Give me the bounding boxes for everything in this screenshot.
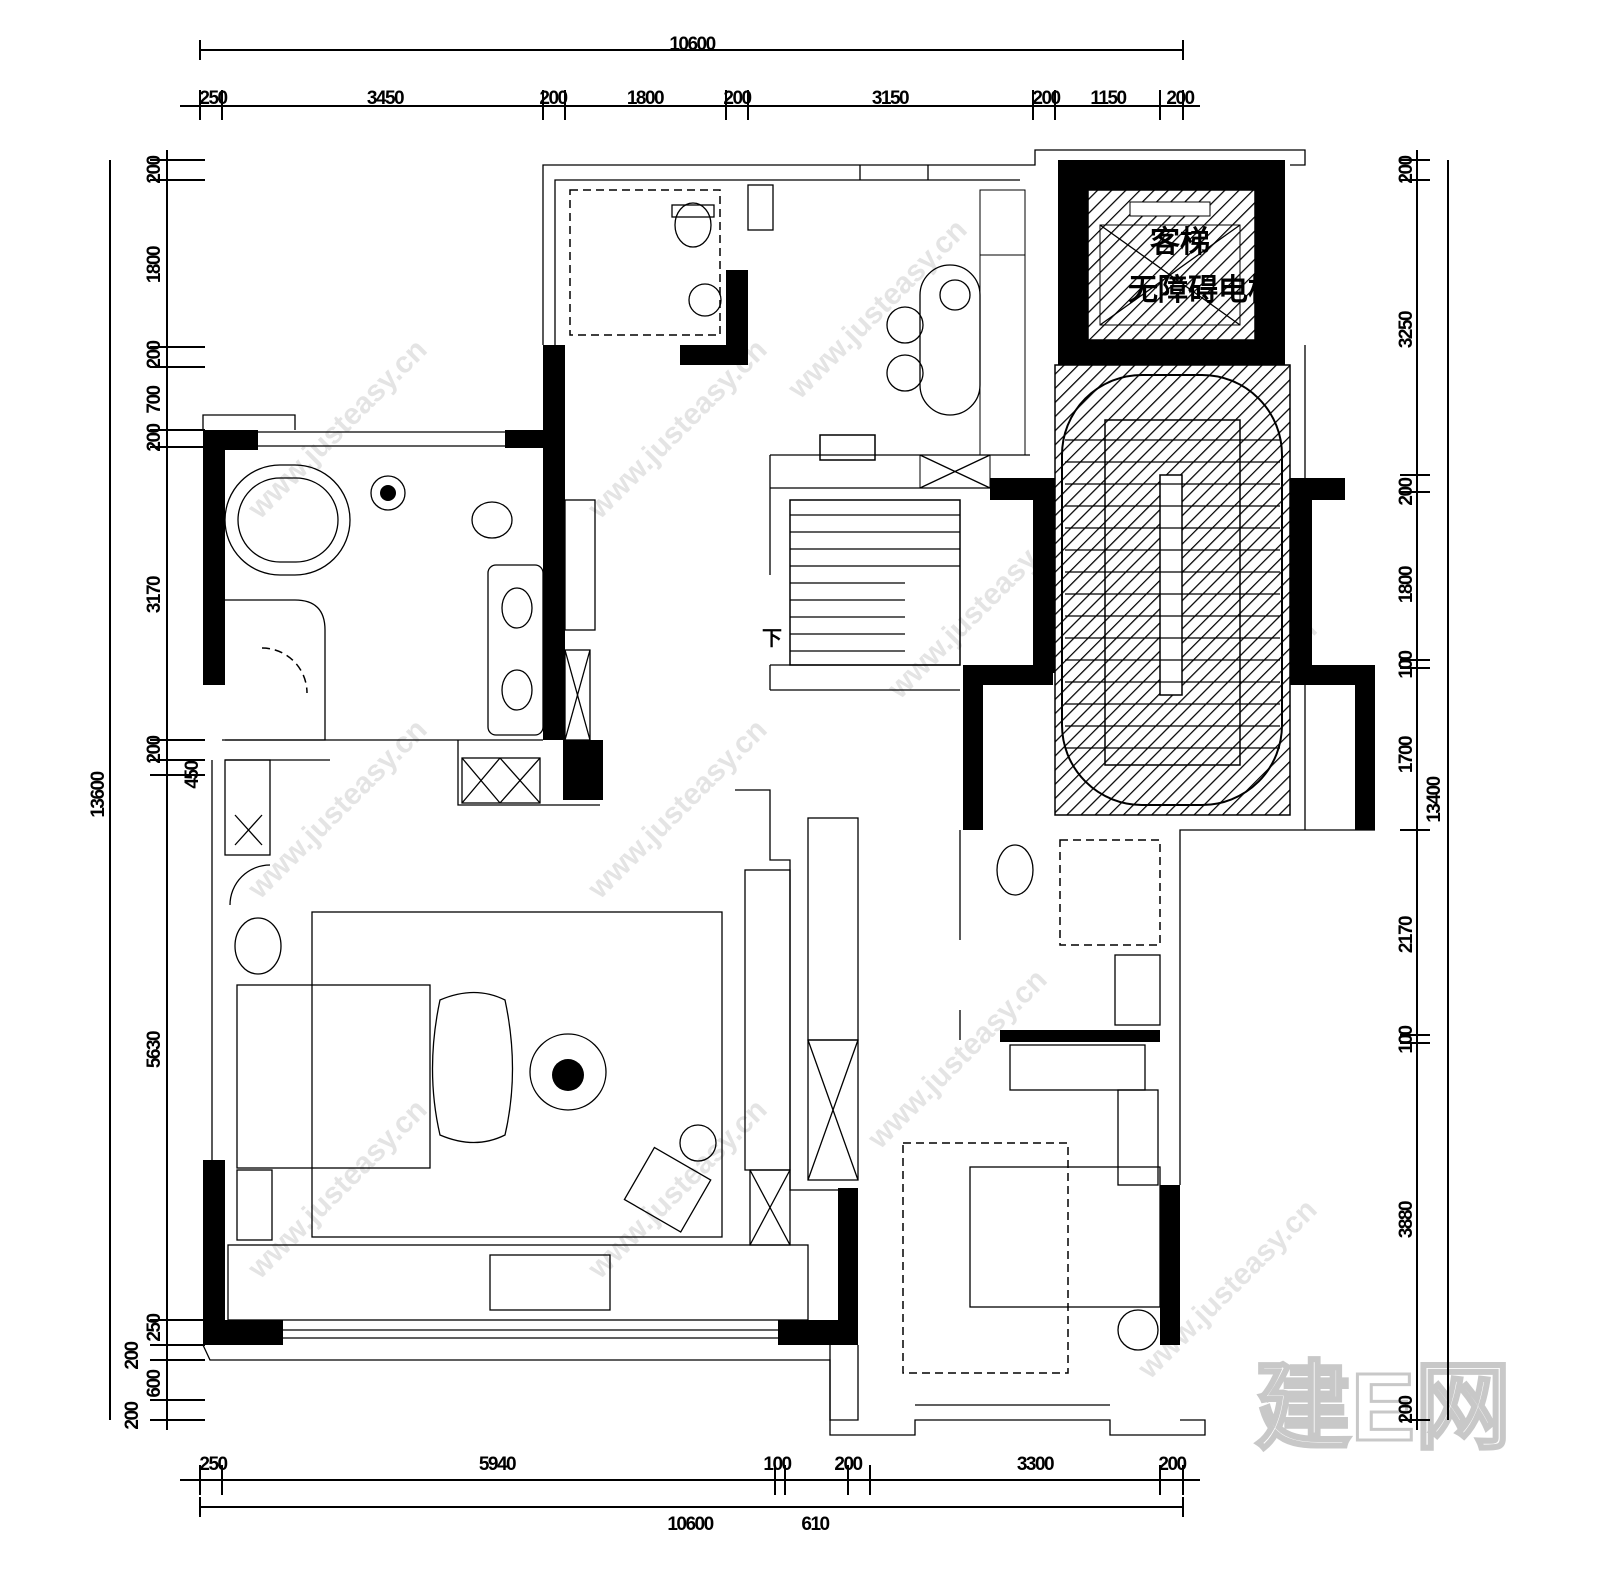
watermark-text: www.justeasy.cn [861,963,1054,1156]
dimension-lines [109,40,1449,1517]
watermark-text: www.justeasy.cn [781,213,974,406]
dimension-label-left: 700 [144,385,165,413]
dimension-label-left: 200 [144,423,165,451]
dimension-label-right: 3880 [1396,1201,1417,1238]
elevator: 客梯 无障碍电梯 [1087,189,1278,341]
elevator-label-2: 无障碍电梯 [1128,273,1278,307]
elevator-label-1: 客梯 [1150,225,1210,259]
dimension-label-right: 200 [1396,1395,1417,1423]
dimension-label-right: 100 [1396,1025,1417,1053]
dimension-label-top: 200 [1166,88,1194,109]
dimension-label-right: 1800 [1396,566,1417,603]
dimension-labels: 10600 250 3450 200 1800 200 3150 200 1150 200 1060… [88,34,1445,1535]
dining-table [886,264,981,416]
dimension-label-bottom: 250 [199,1454,227,1475]
watermark-text: www.justeasy.cn [241,1093,434,1286]
dimension-label-bottom-extra: 610 [801,1514,829,1535]
dimension-label-left: 450 [182,760,203,788]
dimension-label-left: 1800 [144,246,165,283]
dimension-label-bottom: 100 [763,1454,791,1475]
dimension-label-bottom-overall: 10600 [667,1514,713,1535]
dimension-label-right-overall: 13400 [1424,776,1445,822]
dimension-label-left: 200 [144,155,165,183]
dimension-label-bottom: 5940 [479,1454,516,1475]
dimension-label-right: 100 [1396,650,1417,678]
dimension-label-top: 1150 [1090,88,1126,109]
dimension-label-top-overall: 10600 [669,34,715,55]
dimension-label-left: 200 [122,1341,143,1369]
dimension-label-left-overall: 13600 [88,771,109,817]
dimension-label-left: 3170 [144,576,165,613]
master-bedroom [224,759,859,1321]
dimension-label-top: 3150 [872,88,909,109]
dimension-label-top: 1800 [627,88,664,109]
dimension-label-left: 200 [122,1401,143,1429]
dimension-label-right: 3250 [1396,311,1417,348]
dimension-label-top: 250 [199,88,227,109]
dimension-label-top: 200 [539,88,567,109]
top-bathroom [569,184,774,336]
dimension-label-top: 3450 [367,88,404,109]
watermark-logo: 建E网 [1255,1354,1511,1461]
dimension-label-right: 1700 [1396,736,1417,773]
dimension-label-bottom: 200 [1158,1454,1186,1475]
stair-down-label: 下 [762,628,782,650]
internal-stair: 下 [762,189,1026,666]
dimension-label-right: 200 [1396,155,1417,183]
dimension-label-left: 200 [144,735,165,763]
master-bathroom [222,464,596,804]
dimension-label-right: 200 [1396,477,1417,505]
second-bedroom [902,839,1161,1374]
dimension-label-bottom: 3300 [1017,1454,1054,1475]
dimension-label-top: 200 [723,88,751,109]
dimension-label-left: 250 [144,1313,165,1341]
walls [203,160,1375,1345]
dimension-label-right: 2170 [1396,916,1417,953]
dimension-label-left: 600 [144,1369,165,1397]
dimension-label-bottom: 200 [834,1454,862,1475]
dimension-label-top: 200 [1032,88,1060,109]
stair-core [1054,364,1291,816]
dimension-label-left: 5630 [144,1031,165,1068]
dimension-label-left: 200 [144,340,165,368]
